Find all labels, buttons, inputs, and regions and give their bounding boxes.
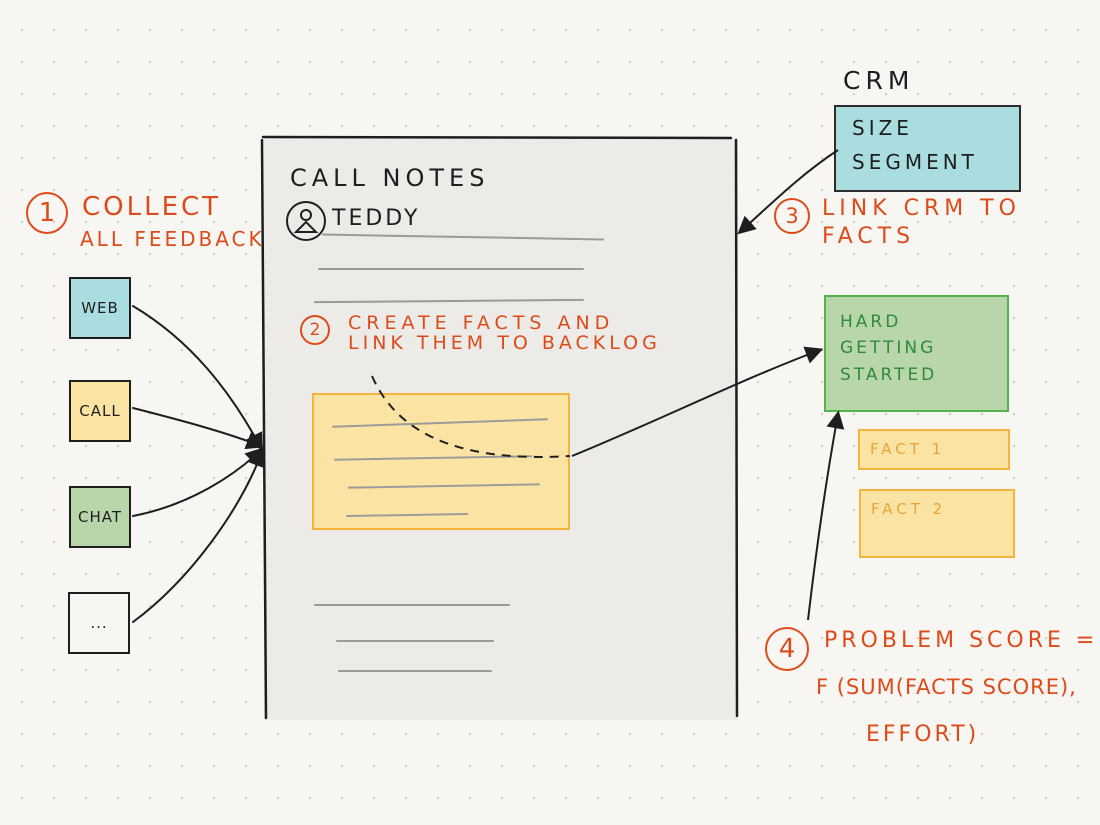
step-number: 3 bbox=[785, 204, 799, 228]
step-number: 4 bbox=[778, 634, 796, 664]
document-title: call notes bbox=[290, 164, 490, 192]
step-3-subtitle: facts bbox=[822, 224, 916, 249]
source-label: call bbox=[79, 402, 121, 420]
step-4-line-1: problem score = bbox=[824, 628, 1099, 653]
step-2-badge: 2 bbox=[300, 315, 330, 345]
source-more[interactable]: ... bbox=[68, 592, 130, 654]
note-line bbox=[314, 604, 510, 606]
source-arrows bbox=[132, 305, 266, 623]
problem-line-2: getting bbox=[840, 338, 937, 358]
step-4-line-2: f (sum(facts score), bbox=[816, 675, 1077, 699]
score-arrow bbox=[807, 410, 845, 621]
problem-line-1: hard bbox=[840, 312, 902, 332]
document-user: teddy bbox=[332, 206, 421, 231]
fact-to-problem-arrow bbox=[571, 346, 824, 457]
fact-2-label: fact 2 bbox=[871, 500, 947, 518]
source-label: ... bbox=[90, 614, 108, 632]
step-1-badge: 1 bbox=[26, 192, 68, 234]
problem-line-3: started bbox=[840, 365, 938, 385]
fact-1-label: fact 1 bbox=[870, 440, 946, 458]
note-line bbox=[338, 670, 492, 672]
crm-arrow bbox=[737, 149, 839, 235]
step-number: 2 bbox=[309, 320, 321, 340]
source-call[interactable]: call bbox=[69, 380, 131, 442]
step-2-title: create facts and bbox=[348, 312, 615, 334]
step-2-subtitle: link them to backlog bbox=[348, 332, 661, 354]
source-label: chat bbox=[77, 508, 122, 526]
crm-fields-box[interactable] bbox=[834, 105, 1021, 192]
crm-field-size: size bbox=[852, 116, 913, 140]
problem-card[interactable] bbox=[824, 295, 1009, 412]
fact-card-2[interactable] bbox=[859, 489, 1015, 558]
source-web[interactable]: web bbox=[69, 277, 131, 339]
fact-card-1[interactable] bbox=[858, 429, 1010, 470]
step-3-badge: 3 bbox=[774, 198, 810, 234]
step-4-badge: 4 bbox=[765, 627, 809, 671]
user-icon bbox=[286, 201, 326, 241]
step-1-title: collect bbox=[82, 192, 222, 222]
step-number: 1 bbox=[38, 198, 56, 228]
document-edges bbox=[260, 135, 739, 720]
source-chat[interactable]: chat bbox=[69, 486, 131, 548]
source-label: web bbox=[81, 299, 119, 317]
note-line bbox=[336, 640, 494, 642]
note-line bbox=[318, 268, 584, 270]
dashed-link bbox=[371, 375, 571, 458]
crm-field-segment: segment bbox=[852, 150, 978, 174]
step-1-subtitle: all feedback bbox=[80, 227, 265, 251]
crm-title: crm bbox=[843, 66, 915, 95]
step-4-line-3: effort) bbox=[866, 722, 980, 747]
highlighted-note[interactable] bbox=[312, 393, 570, 530]
step-3-title: link crm to bbox=[822, 196, 1021, 221]
